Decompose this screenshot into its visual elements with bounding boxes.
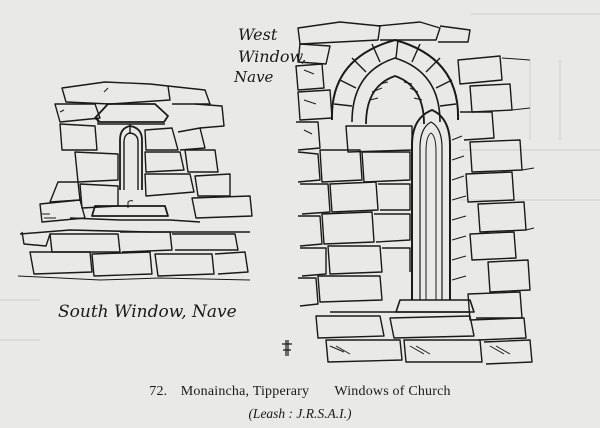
west-window-label-line1: West bbox=[238, 25, 278, 44]
figure-number: 72. bbox=[149, 384, 168, 399]
figure-caption: 72. Monaincha, Tipperary Windows of Chur… bbox=[0, 384, 600, 400]
west-window-drawing bbox=[282, 21, 535, 365]
south-window-drawing bbox=[17, 81, 253, 281]
figure-subject: Windows of Church bbox=[334, 384, 451, 399]
west-window-label-line2: Window, bbox=[238, 47, 306, 66]
figure-credit: (Leash : J.R.S.A.I.) bbox=[248, 406, 352, 421]
south-window-label: South Window, Nave bbox=[58, 302, 237, 322]
print-through-ghost bbox=[0, 13, 600, 341]
west-window-label-line3: Nave bbox=[233, 68, 274, 86]
figure-place: Monaincha, Tipperary bbox=[180, 384, 310, 399]
